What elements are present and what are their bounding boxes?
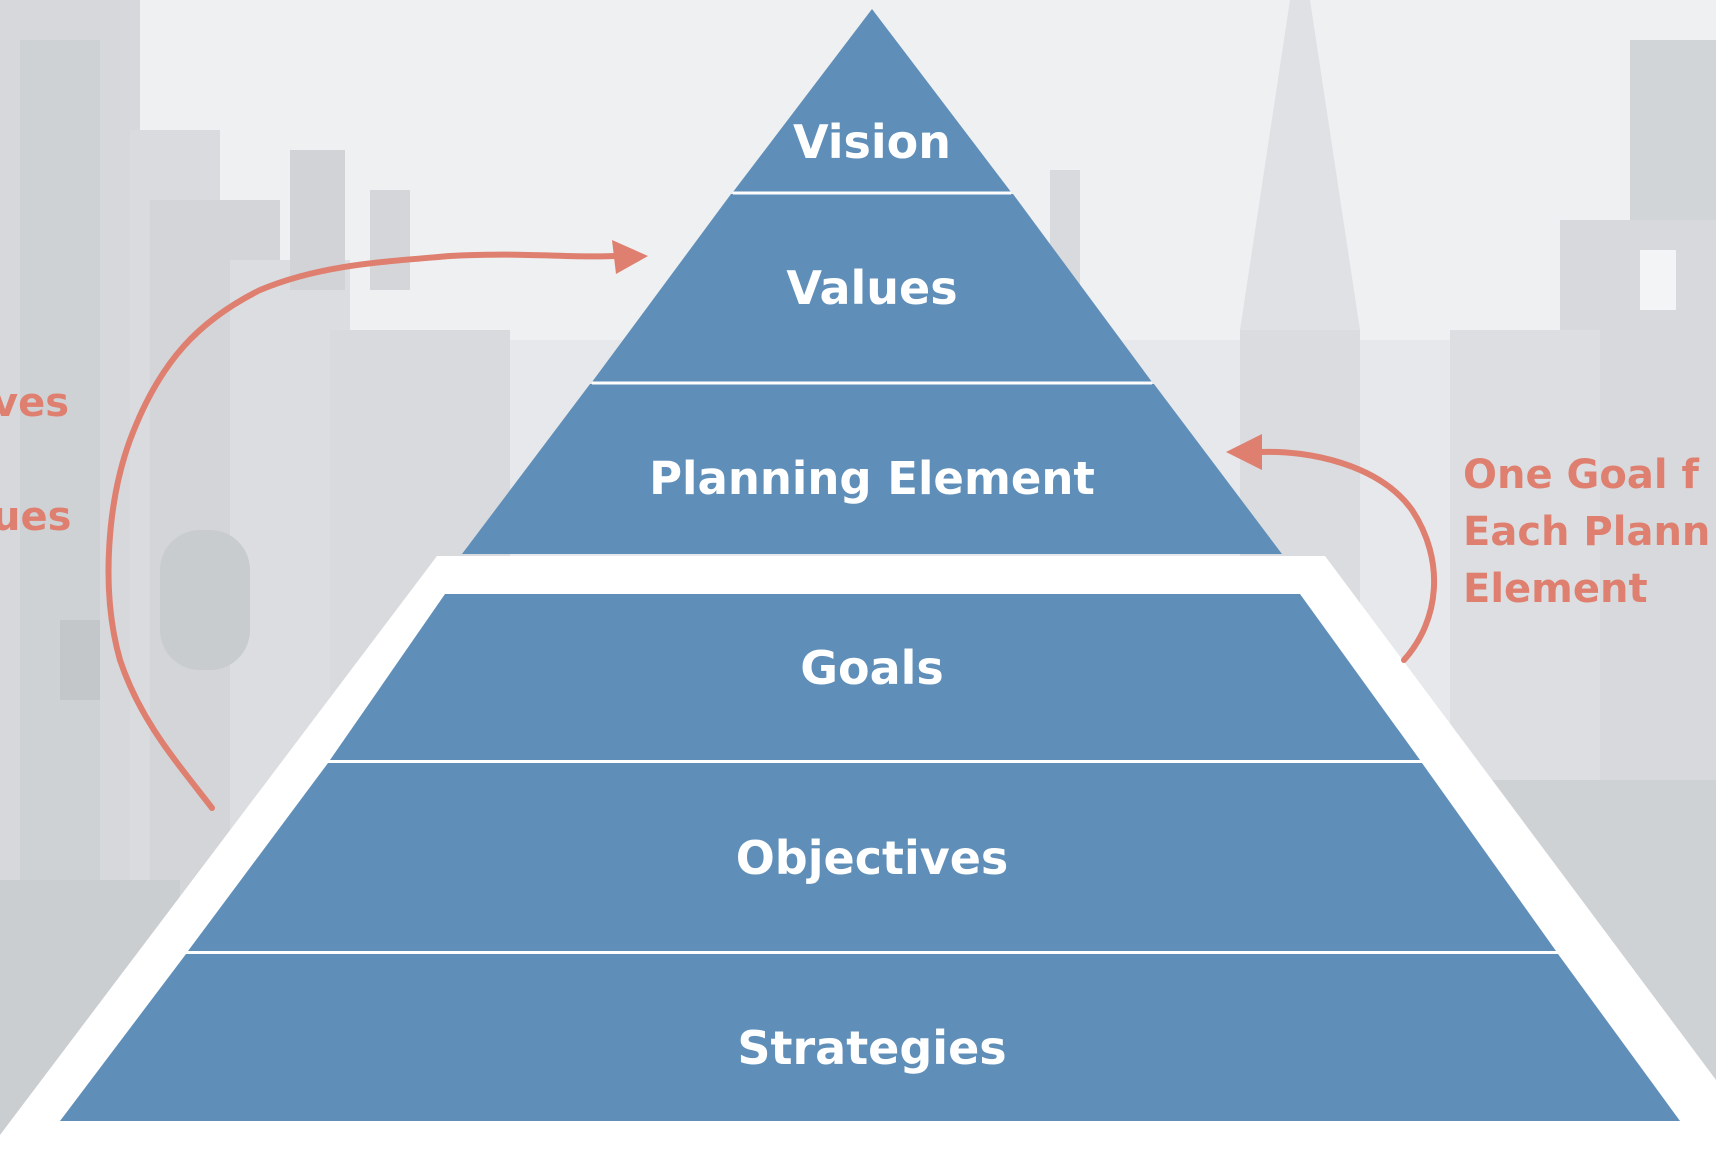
tier-vision bbox=[733, 9, 1011, 192]
tier-label-strategies: Strategies bbox=[737, 1021, 1006, 1075]
left-annotation-line-1: ves bbox=[0, 380, 69, 426]
right-curved-arrow-icon bbox=[1226, 434, 1438, 663]
tier-label-values: Values bbox=[786, 261, 957, 315]
lower-pyramid bbox=[0, 556, 1716, 1153]
right-annotation-line-3: Element bbox=[1463, 566, 1648, 612]
right-annotation-line-1: One Goal f bbox=[1463, 452, 1699, 498]
tier-label-vision: Vision bbox=[793, 115, 951, 169]
right-annotation-line-2: Each Plann bbox=[1463, 509, 1710, 555]
right-annotation: One Goal f Each Plann Element bbox=[1463, 452, 1710, 612]
tier-label-planning-element: Planning Element bbox=[649, 452, 1095, 505]
upper-pyramid bbox=[462, 9, 1282, 554]
left-curved-arrow-icon bbox=[105, 240, 648, 811]
tier-values bbox=[592, 194, 1152, 382]
tier-label-objectives: Objectives bbox=[736, 831, 1009, 885]
tier-strategies bbox=[60, 954, 1680, 1121]
tier-planning-element bbox=[462, 384, 1282, 554]
tier-goals bbox=[330, 594, 1420, 760]
tier-objectives bbox=[188, 763, 1556, 951]
left-annotation: ves ues bbox=[0, 380, 71, 540]
left-annotation-line-2: ues bbox=[0, 494, 71, 540]
tier-label-goals: Goals bbox=[800, 641, 944, 695]
tier-labels: Vision Values Planning Element Goals Obj… bbox=[649, 115, 1095, 1075]
